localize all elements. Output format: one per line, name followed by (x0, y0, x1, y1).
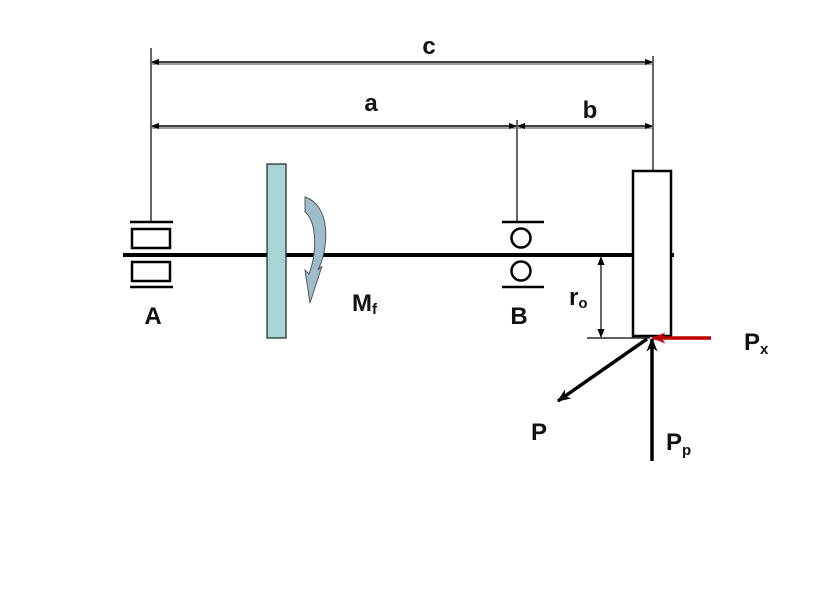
moment-label: Mf (352, 290, 378, 318)
force-p-label: P (531, 419, 547, 446)
bearing-a-label: A (144, 303, 161, 330)
force-px-label: Px (744, 329, 769, 358)
moment-arrow-icon (304, 196, 327, 304)
force-p-arrow (556, 337, 649, 403)
cutting-tool (631, 169, 673, 338)
dimension-label-a: a (364, 90, 378, 117)
radius-label: ro (569, 284, 588, 312)
dimension-label-b: b (583, 97, 598, 124)
bearing-b-label: B (510, 303, 527, 330)
dimension-label-c: c (422, 33, 435, 60)
bearing-a (130, 220, 173, 289)
force-pp-label: Pp (666, 429, 691, 459)
bearing-b (502, 220, 544, 289)
gear-disk (266, 163, 287, 339)
